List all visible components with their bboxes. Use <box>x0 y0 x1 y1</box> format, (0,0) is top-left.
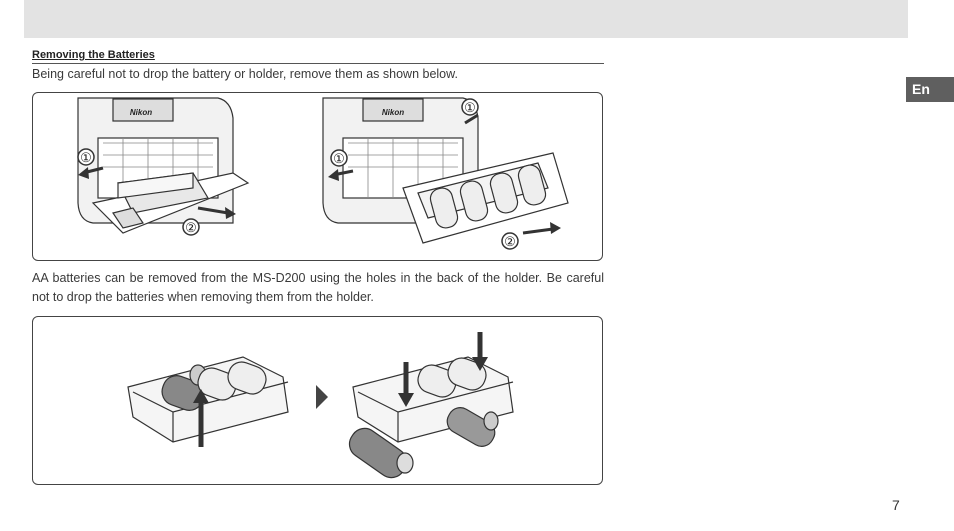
battery-removal-illustration: Nikon ① ② Nikon <box>77 97 569 250</box>
nikon-logo-right: Nikon <box>382 108 404 117</box>
aa-battery-drawing <box>348 427 414 479</box>
right-arrow-1a <box>464 113 479 125</box>
right-camera-drawing: Nikon <box>322 97 569 244</box>
left-holder-drawing <box>127 356 289 443</box>
right-step-2-marker: ② <box>504 234 516 249</box>
left-camera-drawing: Nikon <box>77 97 250 234</box>
aa-battery-figure <box>32 316 603 485</box>
intro-paragraph: Being careful not to drop the battery or… <box>32 67 458 81</box>
right-triangle-arrow <box>316 385 328 409</box>
left-step-1-marker: ① <box>80 150 92 165</box>
header-band <box>24 0 908 38</box>
left-arrow-2 <box>197 206 229 215</box>
aa-battery-illustration <box>127 332 514 479</box>
right-arrow-2 <box>522 227 554 235</box>
language-tab: En <box>906 77 954 102</box>
section-heading: Removing the Batteries <box>32 49 604 64</box>
aa-battery-paragraph: AA batteries can be removed from the MS-… <box>32 271 604 304</box>
right-step-1b-marker: ① <box>333 151 345 166</box>
battery-removal-figure: Nikon ① ② Nikon <box>32 92 603 261</box>
page-number: 7 <box>892 497 900 513</box>
right-step-1a-marker: ① <box>464 100 476 115</box>
right-holder-drawing <box>352 356 514 447</box>
nikon-logo-left: Nikon <box>130 108 152 117</box>
left-step-2-marker: ② <box>185 220 197 235</box>
